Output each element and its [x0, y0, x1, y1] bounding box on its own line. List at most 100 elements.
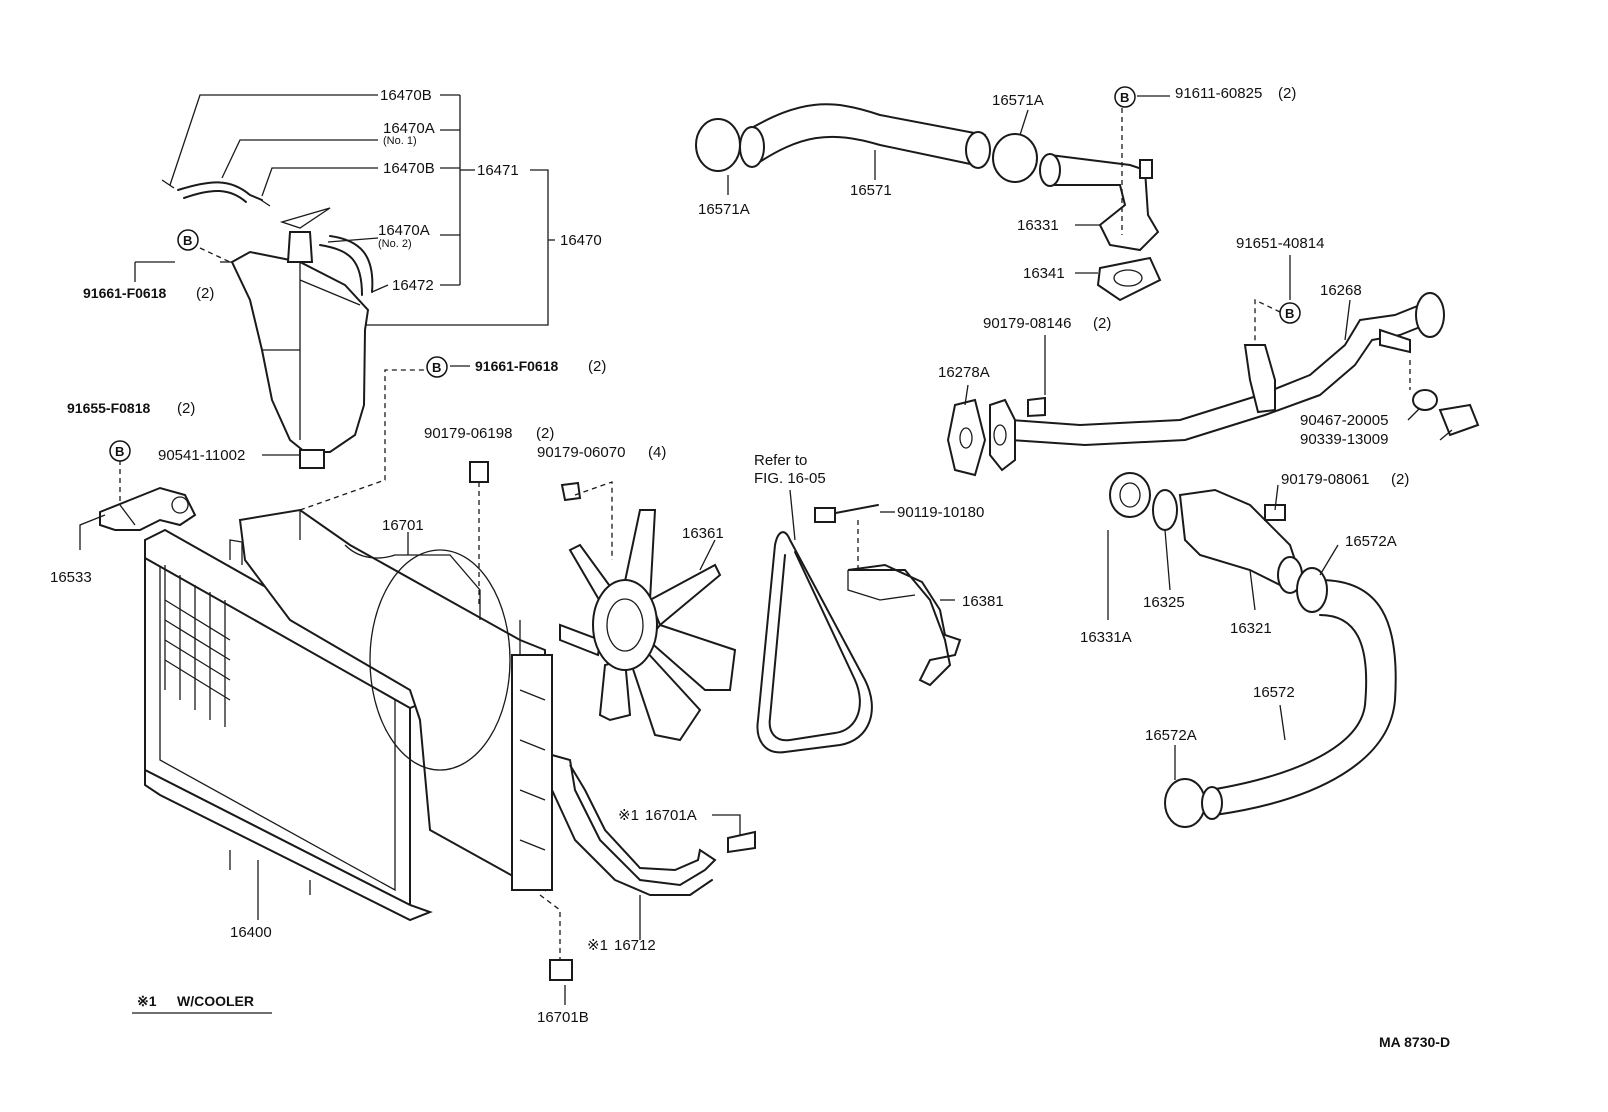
label-16470A-no1-note: (No. 1) [383, 135, 417, 147]
clamp-16572A-top [1296, 567, 1328, 613]
label-16571: 16571 [850, 182, 892, 199]
clamp-90467 [1412, 389, 1438, 411]
label-16470B-top: 16470B [380, 87, 432, 104]
figure-code: MA 8730-D [1379, 1034, 1450, 1050]
reservoir-bracket [299, 449, 325, 469]
label-cooler-mark-2: ※1 [587, 937, 608, 954]
label-91651: 91651-40814 [1236, 235, 1324, 252]
nut-90179-06198 [469, 461, 489, 483]
label-16470: 16470 [560, 232, 602, 249]
upper-hose-assembly [695, 103, 1162, 302]
label-16381: 16381 [962, 593, 1004, 610]
label-91661-right: 91661-F0618 [475, 358, 559, 374]
label-16470A-no2-note: (No. 2) [378, 238, 412, 250]
label-90179-06070: 90179-06070 [537, 444, 625, 461]
label-16472: 16472 [392, 277, 434, 294]
bolt-marker-5: B [1279, 302, 1301, 324]
thermostat-16331A [1109, 472, 1151, 518]
label-16533: 16533 [50, 569, 92, 586]
radiator-lower-tank [144, 768, 433, 922]
label-16361: 16361 [682, 525, 724, 542]
hose-90339 [1438, 403, 1480, 437]
leader-lines [79, 95, 1453, 1005]
gasket-16278A [946, 398, 987, 477]
overflow-hose [177, 181, 263, 201]
nut-90179-06070 [560, 481, 582, 502]
grommet [549, 959, 573, 981]
pipe-bracket [1243, 344, 1276, 414]
fan-shroud [238, 508, 553, 892]
part-labels: 16470B 16470A (No. 1) 16470B 16471 16470… [50, 85, 1409, 1026]
label-16268: 16268 [1320, 282, 1362, 299]
label-90339: 90339-13009 [1300, 431, 1388, 448]
hose-16571 [747, 103, 986, 136]
label-91661-left-qty: (2) [196, 285, 214, 302]
legend-symbol: ※1 [137, 993, 157, 1009]
label-16571A-right: 16571A [992, 92, 1044, 109]
svg-text:B: B [1120, 90, 1129, 105]
shroud-side-panel [511, 654, 553, 891]
bolt-marker-4: B [1114, 86, 1136, 108]
gasket-16341 [1096, 256, 1162, 302]
pipe-flange [989, 398, 1016, 472]
reservoir-cap [286, 231, 314, 263]
label-16701A: 16701A [645, 807, 697, 824]
hose-no2 [319, 235, 374, 296]
svg-text:B: B [115, 444, 124, 459]
svg-text:B: B [183, 233, 192, 248]
cooling-fan [559, 509, 737, 742]
bolt-markers: B B B B B [109, 86, 1301, 462]
reference-note-line2: FIG. 16-05 [754, 470, 826, 487]
bolt-marker-1: B [177, 229, 199, 251]
reservoir-leader-lines [134, 94, 555, 456]
legend: ※1 W/COOLER [132, 993, 272, 1014]
label-91611-qty: (2) [1278, 85, 1296, 102]
label-16701: 16701 [382, 517, 424, 534]
label-16321: 16321 [1230, 620, 1272, 637]
bolt-marker-2: B [426, 356, 448, 378]
label-90119: 90119-10180 [897, 504, 984, 521]
label-91611: 91611-60825 [1175, 85, 1262, 102]
label-90467: 90467-20005 [1300, 412, 1388, 429]
nut-90179-08061 [1264, 504, 1286, 521]
label-90541: 90541-11002 [158, 447, 245, 464]
label-16341: 16341 [1023, 265, 1065, 282]
legend-text: W/COOLER [177, 993, 254, 1009]
label-91661-right-qty: (2) [588, 358, 606, 375]
label-16325: 16325 [1143, 594, 1185, 611]
label-16278A: 16278A [938, 364, 990, 381]
label-90179-06198-qty: (2) [536, 425, 554, 442]
label-90179-06198: 90179-06198 [424, 425, 512, 442]
label-16471: 16471 [477, 162, 519, 179]
water-inlet-assembly [1109, 472, 1397, 828]
radiator [144, 528, 433, 922]
label-16571A-left: 16571A [698, 201, 750, 218]
label-16331A: 16331A [1080, 629, 1132, 646]
bracket-16533 [99, 486, 197, 531]
svg-text:B: B [1285, 306, 1294, 321]
hose-16572 [1214, 579, 1397, 816]
fan-bracket [814, 504, 962, 687]
clamp-16571A-right [992, 133, 1038, 183]
label-16701B: 16701B [537, 1009, 589, 1026]
label-90179-08146: 90179-08146 [983, 315, 1071, 332]
label-16572: 16572 [1253, 684, 1295, 701]
lower-shroud [469, 461, 756, 981]
label-16470A-no2: 16470A [378, 222, 430, 239]
label-90179-08061: 90179-08061 [1281, 471, 1369, 488]
shroud-clip [727, 830, 756, 854]
fan-hub [592, 579, 658, 671]
label-16572A-bottom: 16572A [1145, 727, 1197, 744]
reference-note-line1: Refer to [754, 452, 807, 469]
label-91655: 91655-F0818 [67, 400, 151, 416]
gasket-16325 [1152, 489, 1178, 531]
label-16400: 16400 [230, 924, 272, 941]
label-91661-left: 91661-F0618 [83, 285, 167, 301]
label-cooler-mark-1: ※1 [618, 807, 639, 824]
label-16572A-top: 16572A [1345, 533, 1397, 550]
nut-90179-08146 [1027, 396, 1046, 418]
label-90179-08061-qty: (2) [1391, 471, 1409, 488]
label-90179-08146-qty: (2) [1093, 315, 1111, 332]
label-90179-06070-qty: (4) [648, 444, 666, 461]
